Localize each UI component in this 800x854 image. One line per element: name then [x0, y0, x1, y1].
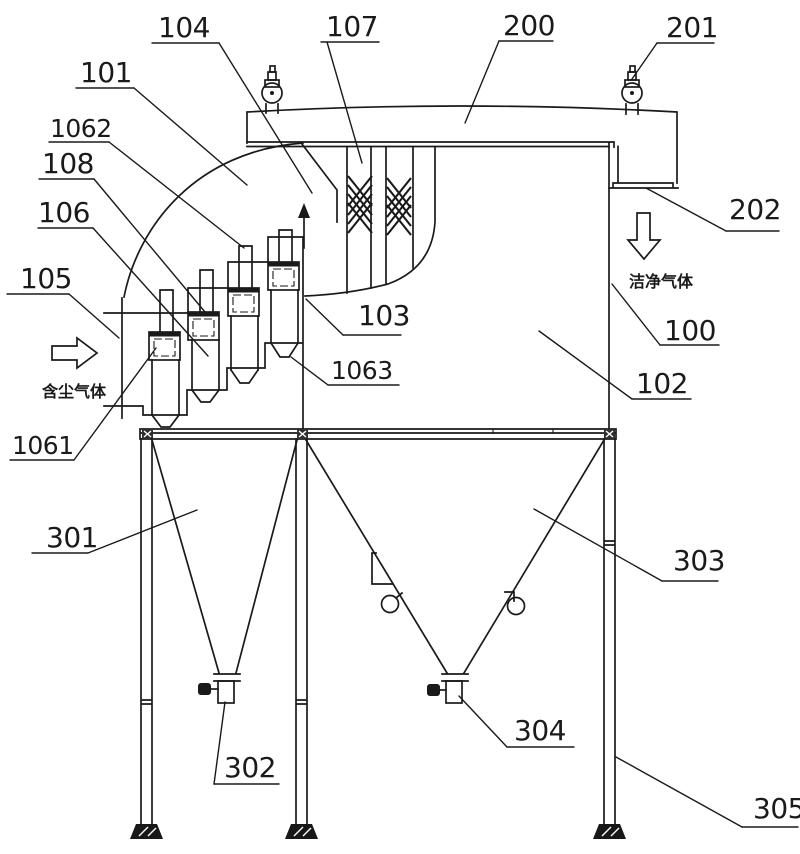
level-sensor-right-slope	[504, 591, 526, 616]
discharge-valve-left	[198, 673, 241, 704]
svg-text:305: 305	[753, 792, 800, 825]
svg-text:105: 105	[20, 262, 72, 295]
hopper-left	[150, 438, 299, 704]
part-label-106: 106	[37, 196, 209, 357]
svg-text:104: 104	[158, 11, 210, 44]
level-sensor-left-slope	[371, 552, 404, 614]
cyclone-unit-3	[227, 245, 260, 384]
pulse-valve-left	[261, 65, 283, 114]
foundation-foot-right	[593, 824, 626, 839]
svg-text:106: 106	[38, 196, 90, 229]
part-label-200: 200	[464, 9, 555, 124]
filter-media-hatch-right	[386, 177, 412, 236]
part-label-104: 104	[151, 11, 313, 194]
svg-text:1062: 1062	[50, 114, 112, 143]
foundation-foot-middle	[285, 824, 318, 839]
svg-text:1063: 1063	[331, 356, 393, 385]
beam-connector-blocks	[142, 429, 615, 439]
part-label-101: 101	[75, 56, 248, 186]
discharge-valve-right	[427, 673, 469, 704]
filter-media-hatch-left	[347, 175, 373, 234]
part-label-301: 301	[31, 509, 198, 554]
pulse-valve-right	[621, 65, 643, 115]
part-label-102: 102	[538, 330, 692, 400]
part-label-201: 201	[631, 11, 718, 80]
part-label-304: 304	[458, 695, 575, 748]
support-frame	[130, 428, 626, 839]
baghouse-chamber	[123, 142, 610, 430]
part-label-107: 107	[320, 10, 380, 164]
part-label-100: 100	[611, 283, 720, 347]
inlet-arrow-icon	[51, 336, 99, 370]
part-label-302: 302	[213, 701, 280, 785]
part-label-305: 305	[615, 756, 800, 828]
part-label-103: 103	[305, 298, 410, 336]
svg-text:100: 100	[664, 314, 716, 347]
support-leg-left	[140, 438, 153, 826]
hopper-right	[304, 438, 606, 704]
svg-text:304: 304	[514, 714, 566, 747]
cyclone-cascade	[103, 229, 304, 430]
part-label-202: 202	[645, 187, 781, 232]
outlet-arrow-icon	[626, 212, 662, 261]
inlet-flow: 含尘气体	[42, 336, 107, 401]
up-flow-arrow	[298, 203, 310, 249]
svg-text:301: 301	[46, 521, 98, 554]
svg-text:103: 103	[358, 299, 410, 332]
outlet-gas-text: 洁净气体	[629, 272, 694, 291]
inlet-gas-text: 含尘气体	[42, 382, 107, 401]
cyclone-unit-1	[148, 289, 181, 428]
filter-bags	[346, 146, 414, 294]
svg-text:302: 302	[224, 751, 276, 784]
outlet-flow: 洁净气体	[626, 212, 694, 291]
support-leg-right	[603, 438, 616, 826]
part-label-1061: 1061	[9, 347, 157, 461]
svg-text:101: 101	[80, 56, 132, 89]
part-label-1063: 1063	[290, 356, 400, 386]
part-labels: 104 107 200 201 101 1062 108 106	[6, 9, 800, 828]
part-label-303: 303	[533, 508, 725, 582]
part-label-1062: 1062	[48, 114, 245, 249]
support-leg-middle	[295, 438, 308, 826]
pulse-jet-header	[246, 105, 679, 189]
svg-text:201: 201	[666, 11, 718, 44]
part-label-105: 105	[6, 262, 120, 339]
inlet-duct	[103, 297, 123, 419]
svg-text:107: 107	[326, 10, 378, 43]
svg-text:102: 102	[636, 367, 688, 400]
svg-text:202: 202	[729, 193, 781, 226]
svg-text:108: 108	[42, 147, 94, 180]
svg-text:200: 200	[503, 9, 555, 42]
foundation-foot-left	[130, 824, 163, 839]
part-label-108: 108	[38, 147, 206, 313]
cyclone-unit-4	[267, 229, 300, 358]
svg-text:1061: 1061	[12, 431, 74, 460]
svg-text:303: 303	[673, 544, 725, 577]
cyclone-unit-2	[187, 269, 221, 403]
